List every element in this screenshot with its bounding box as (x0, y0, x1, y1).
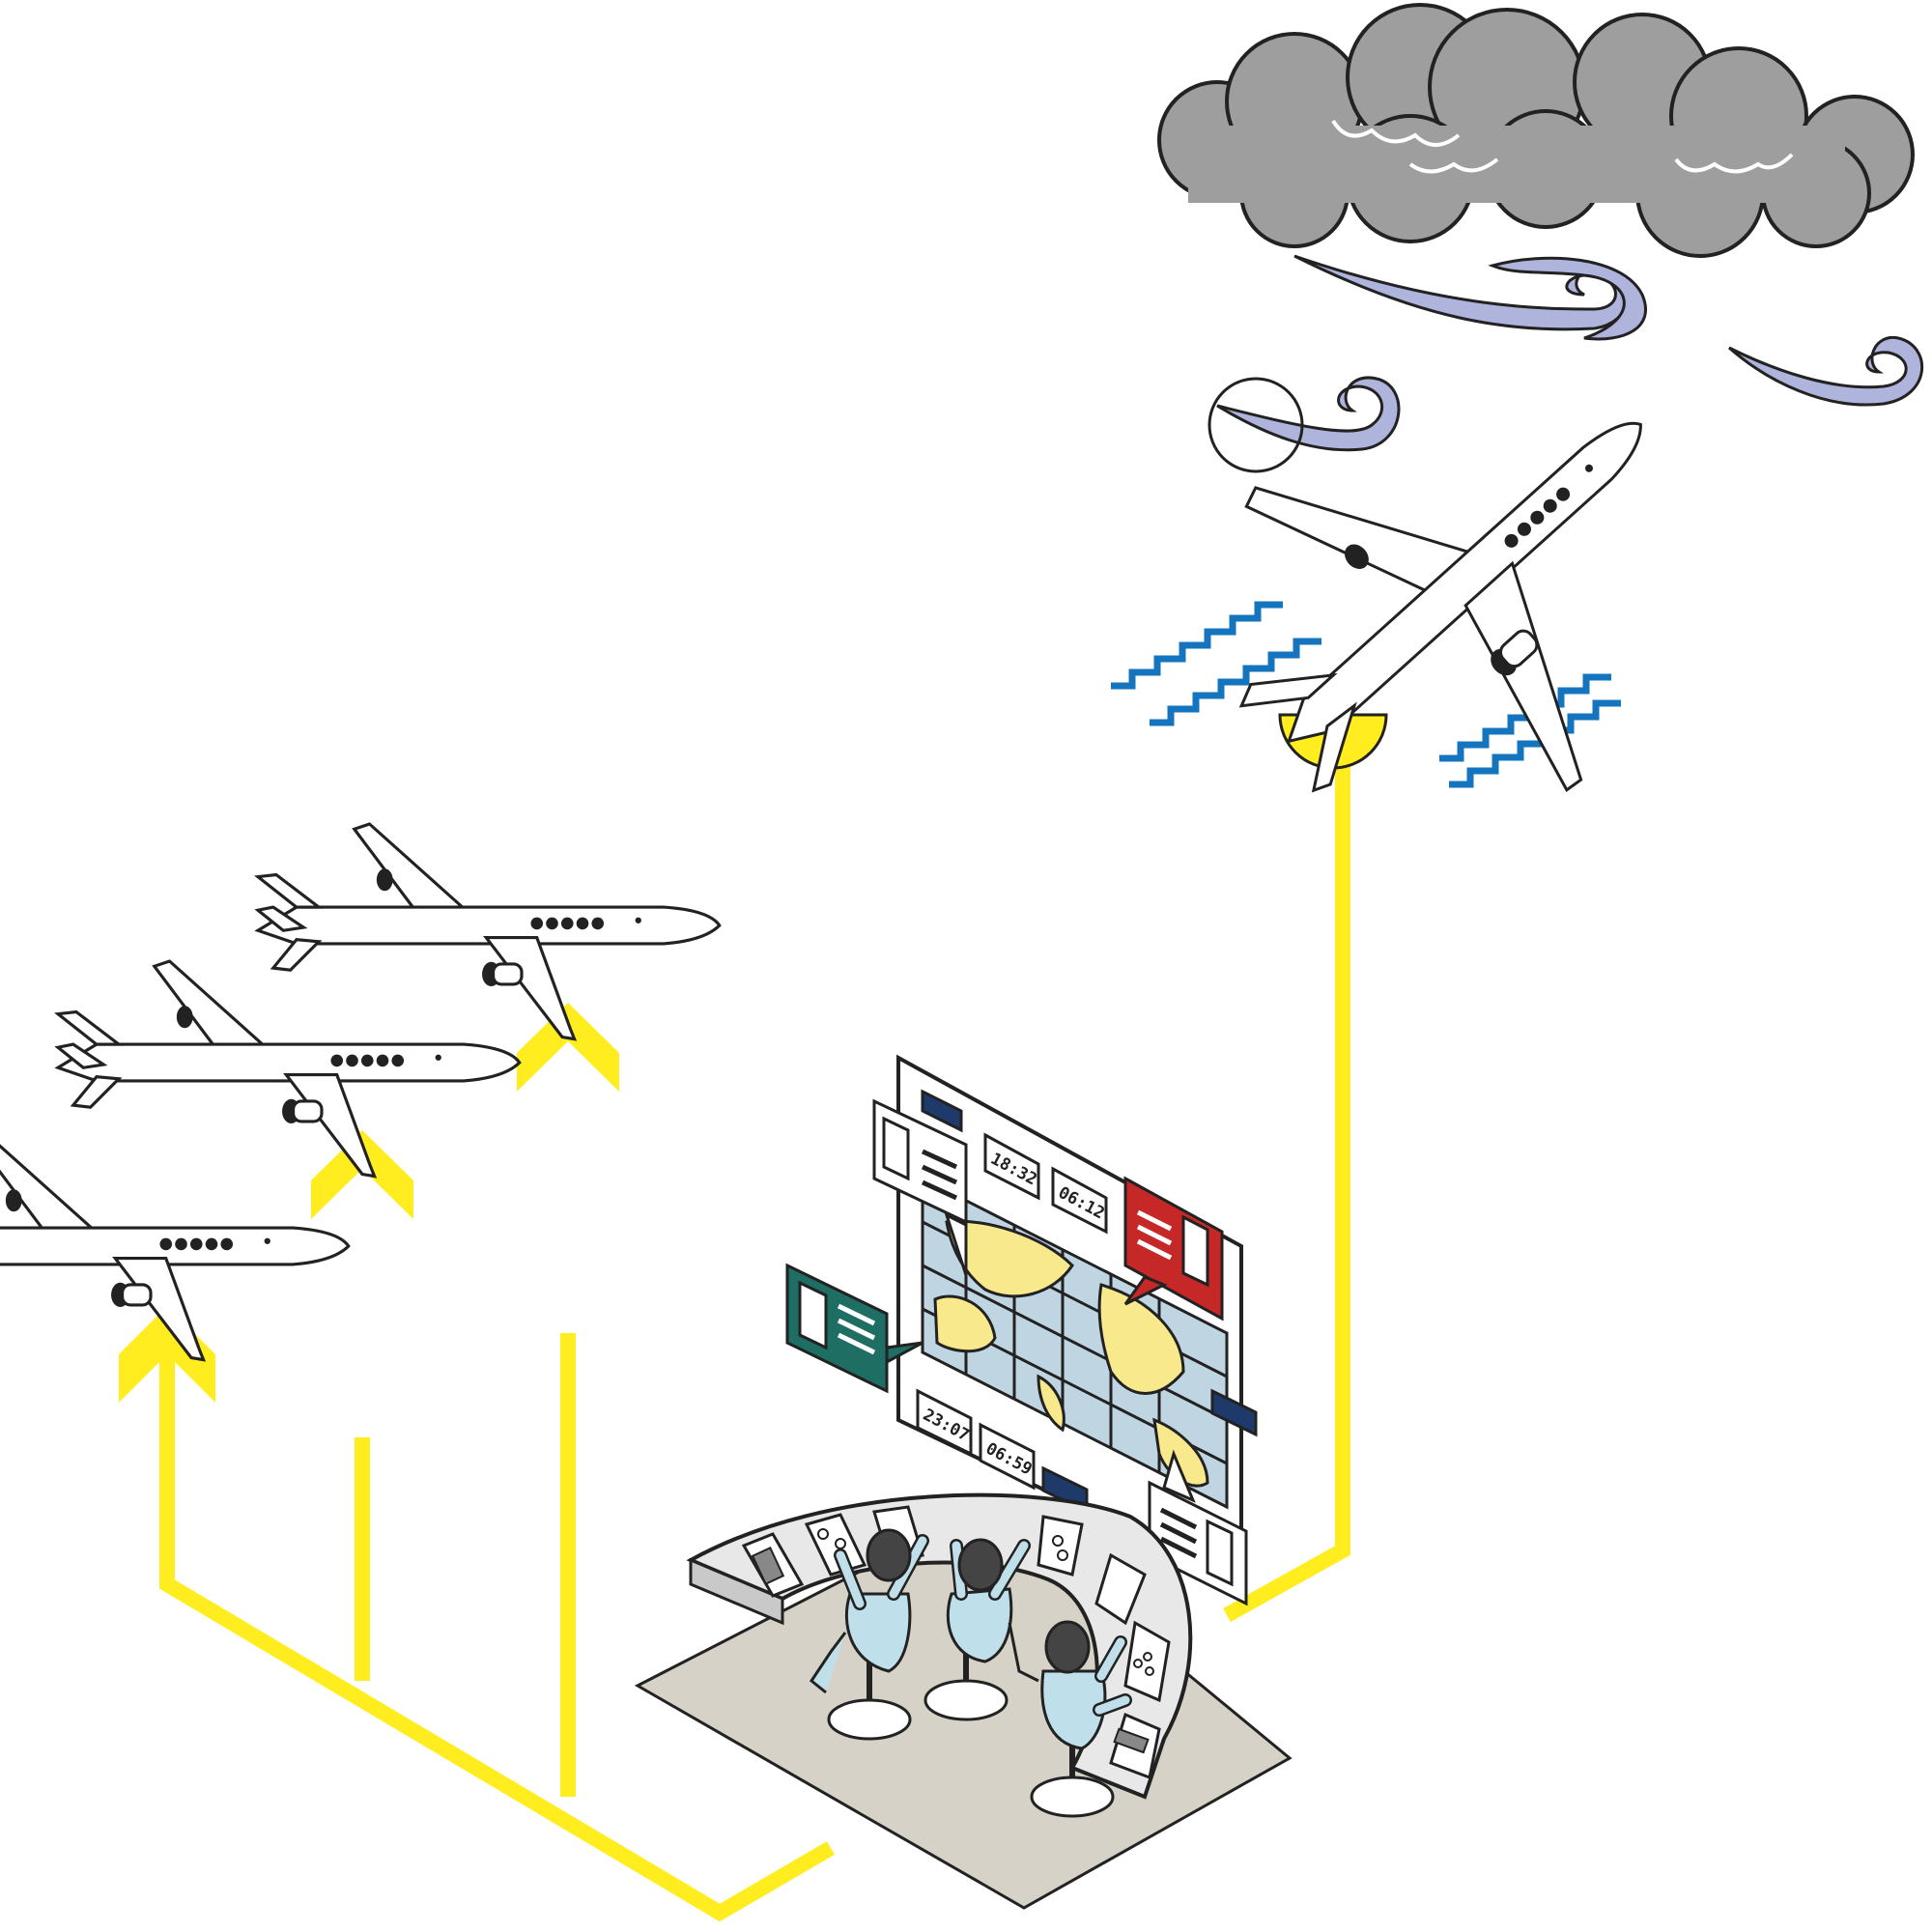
turbulence-wave-icon (1111, 605, 1321, 723)
operator-icon (923, 1538, 1039, 1721)
airplane-icon (0, 1143, 351, 1362)
airplane-icon (256, 822, 722, 1041)
storm-cloud-icon (1157, 3, 1915, 258)
upward-arrow-icon (517, 1003, 619, 1092)
wind-swirl-icon (1216, 254, 1923, 452)
data-flow-lines (159, 763, 1350, 1922)
operator-icon (809, 1528, 929, 1741)
weather-zone (933, 1219, 1209, 1488)
airplane-icon (1238, 421, 1642, 793)
radar-display-screen: 18:32 06:12 23:07 06:59 (896, 1054, 1258, 1588)
callout-panel-white (872, 1098, 968, 1276)
wind-indicator-circle (1208, 377, 1304, 473)
callout-panel-red (1123, 1176, 1224, 1321)
operator-icon (1030, 1620, 1132, 1818)
airplane-icon (56, 959, 522, 1179)
callout-panel-green (785, 1263, 923, 1394)
callout-panel-white (1148, 1449, 1248, 1606)
